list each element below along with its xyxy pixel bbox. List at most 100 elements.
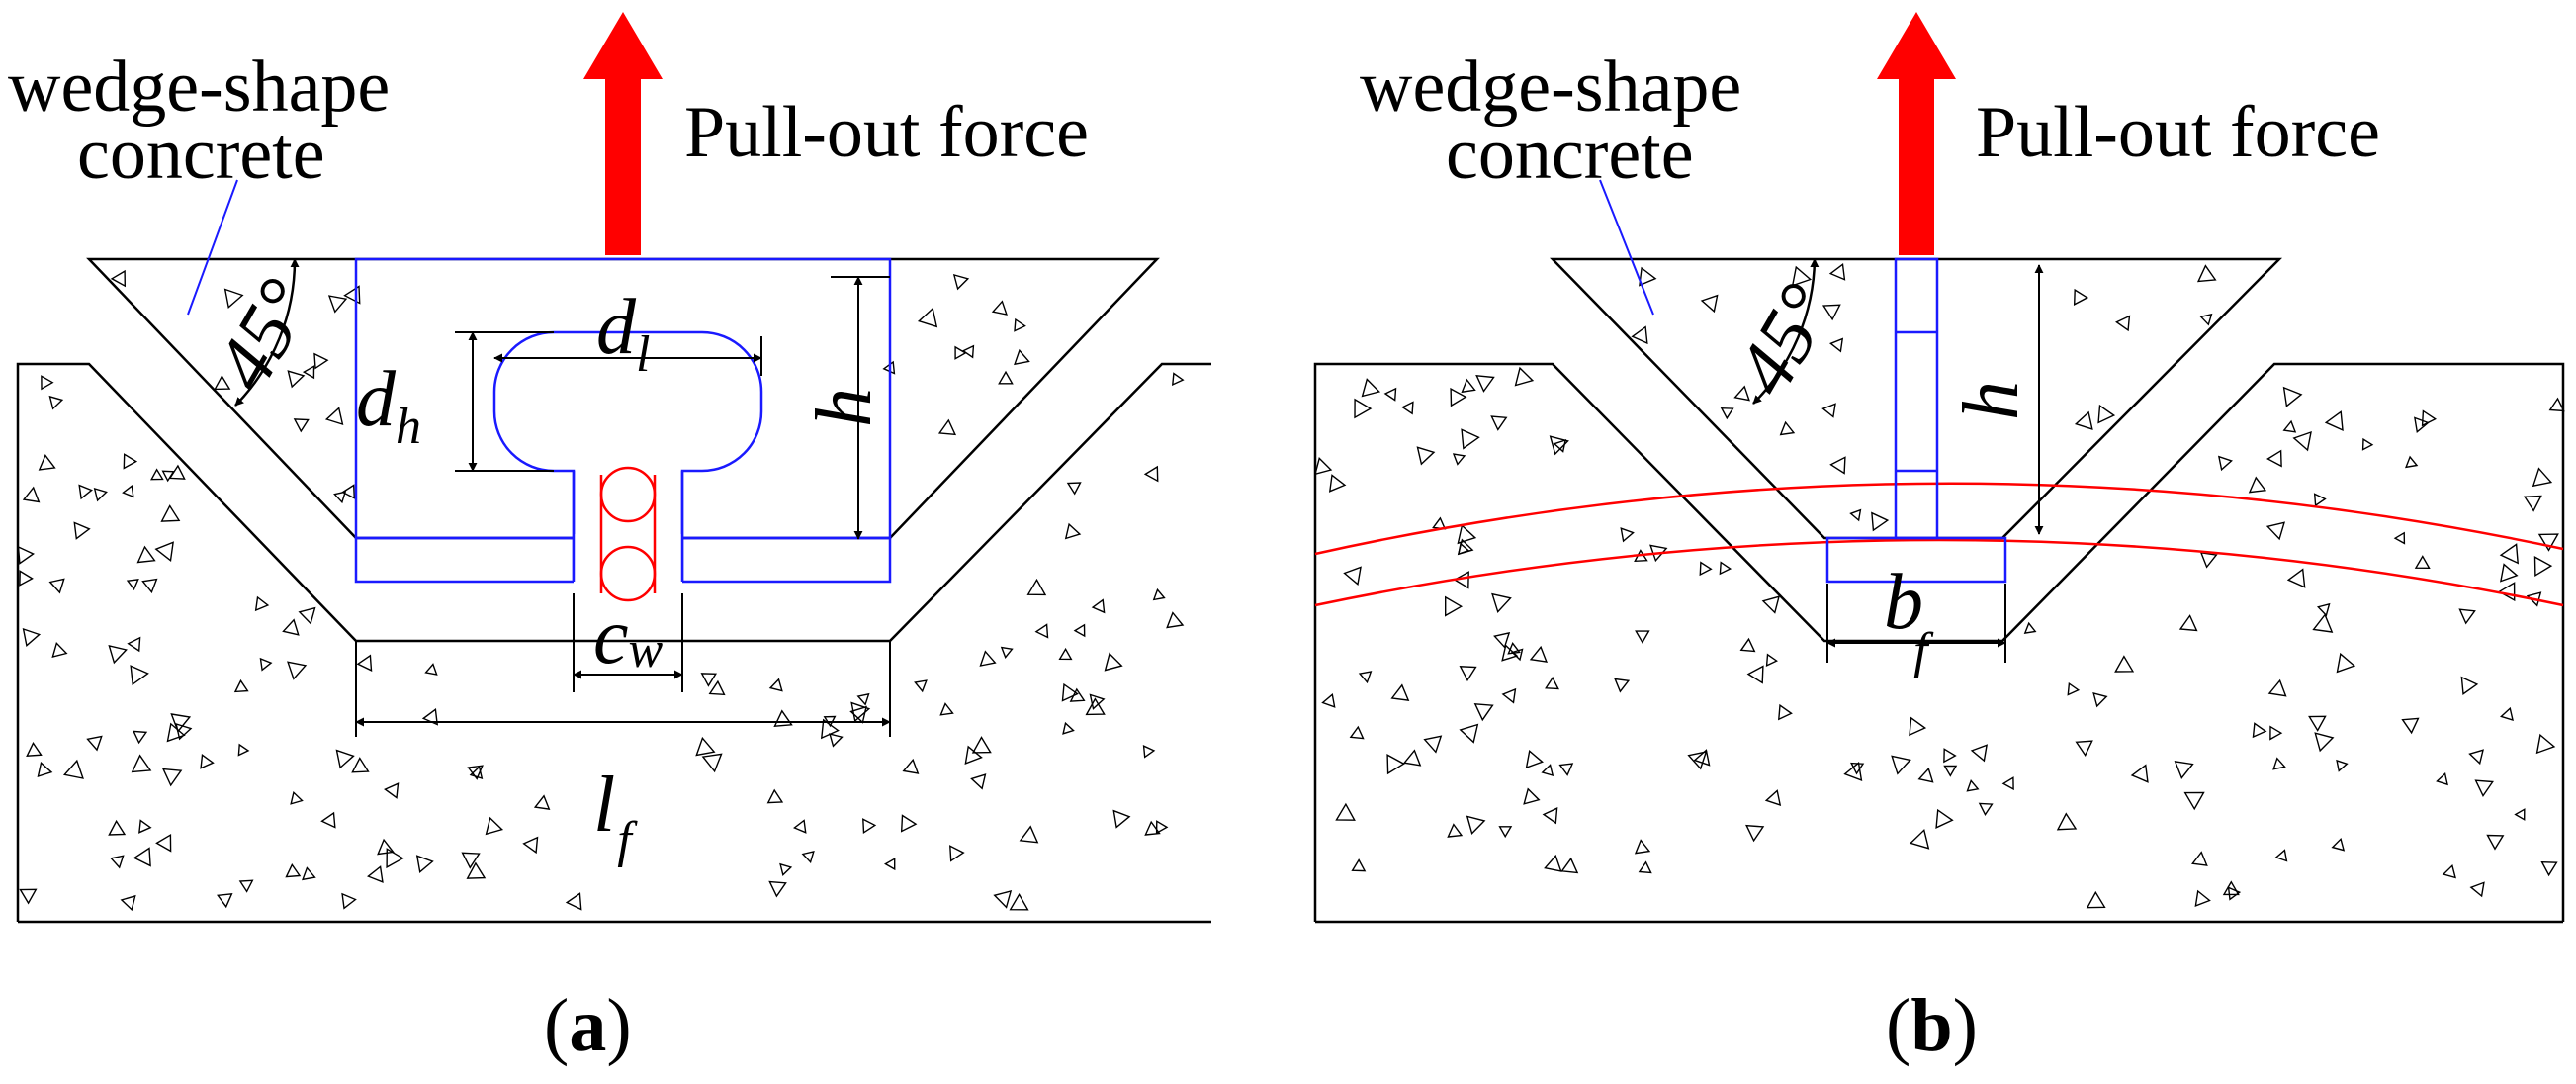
aggregate-mark [2196,264,2217,283]
aggregate-mark [1142,745,1156,759]
aggregate-mark [120,894,136,912]
aggregate-mark [2436,772,2448,786]
aggregate-mark [2274,849,2288,862]
aggregate-mark [801,850,815,864]
aggregate-mark [123,453,138,470]
aggregate-mark [883,858,896,871]
aggregate-mark [2313,493,2327,507]
aggregate-mark [133,847,151,867]
aggregate-mark [2331,837,2346,852]
aggregate-mark [1501,644,1519,662]
aggregate-mark [62,759,84,779]
aggregate-mark [17,545,35,565]
aggregate-mark [1843,761,1863,781]
aggregate-mark [38,454,56,471]
aggregate-mark [1328,474,1347,493]
aggregate-mark [133,730,148,745]
aggregate-mark [1014,348,1030,366]
aggregate-mark [2075,740,2093,757]
aggregate-mark [700,673,718,687]
aggregate-mark [708,679,726,696]
leader-line-a [187,179,238,316]
aggregate-mark [86,735,103,752]
aggregate-mark [1935,808,1954,829]
aggregate-mark [1475,374,1495,393]
aggregate-mark [2086,890,2106,909]
aggregate-dots-b [1314,263,2565,909]
aggregate-mark [1461,428,1480,450]
aggregate-mark [1402,749,1422,767]
dim-cw-sub-a: w [629,622,664,678]
aggregate-mark [1026,578,1047,596]
aggregate-mark [1510,648,1524,662]
aggregate-mark [1058,647,1073,661]
aggregate-mark [1461,378,1476,394]
dim-bf-base-b: b [1884,559,1923,646]
aggregate-mark [1909,828,1930,850]
aggregate-mark [384,782,400,799]
aggregate-mark [1073,623,1086,638]
aggregate-mark [2336,652,2356,674]
aggregate-mark [19,570,34,587]
aggregate-mark [2486,834,2505,851]
aggregate-mark [1166,611,1185,629]
aggregate-mark [285,863,302,878]
aggregate-mark [1634,839,1651,855]
leader-line-b [1599,179,1654,316]
aggregate-mark [469,766,484,780]
aggregate-mark [2500,706,2514,722]
aggregate-mark [522,836,539,855]
aggregate-mark [200,754,215,769]
force-label-a: Pull-out force [684,92,1089,173]
aggregate-mark [779,862,793,876]
aggregate-mark [939,702,954,716]
aggregate-mark [254,595,270,612]
aggregate-mark [2265,521,2286,541]
aggregate-mark [351,757,370,773]
aggregate-mark [233,678,249,693]
dim-dl-base-a: d [596,284,637,371]
aggregate-mark [1383,387,1397,402]
aggregate-mark [1558,763,1574,776]
aggregate-mark [341,484,356,499]
aggregate-mark [324,406,344,426]
force-label-b: Pull-out force [1976,92,2380,173]
aggregate-mark [1614,678,1631,693]
aggregate-mark [1943,765,1958,777]
aggregate-mark [2252,722,2267,739]
aggregate-mark [2174,761,2194,779]
aggregate-mark [1761,595,1780,614]
aggregate-mark [1850,762,1865,775]
aggregate-mark [1450,387,1467,407]
aggregate-mark [282,618,300,636]
aggregate-mark [1779,420,1796,436]
aggregate-mark [2248,476,2267,494]
dim-lf-sub-a: f [617,812,638,868]
dim-h-b [2012,258,2057,535]
aggregate-mark [73,521,91,540]
aggregate-mark [1491,592,1512,613]
aggregate-mark [1401,401,1414,415]
aggregate-mark [48,578,65,594]
aggregate-mark [766,788,784,804]
aggregate-mark [1765,653,1778,668]
aggregate-mark [2001,776,2014,791]
dim-dh-a [455,331,554,472]
aggregate-mark [902,758,920,774]
aggregate-mark [1909,716,1927,737]
panel-b: wedge-shape concrete Pull-out force 45° … [1313,12,2565,1067]
aggregate-mark [1687,751,1708,770]
aggregate-mark [793,819,807,834]
aggregate-mark [1544,854,1562,872]
aggregate-mark [2308,715,2327,732]
aggregate-mark [320,811,336,829]
wedge-label-line1-a: wedge-shape [8,46,390,128]
aggregate-mark [1104,652,1123,672]
aggregate-mark [170,713,192,733]
aggregate-mark [2405,455,2419,469]
wedge-label-line2-b: concrete [1446,114,1694,195]
aggregate-mark [2499,543,2520,565]
aggregate-mark [2178,614,2198,632]
